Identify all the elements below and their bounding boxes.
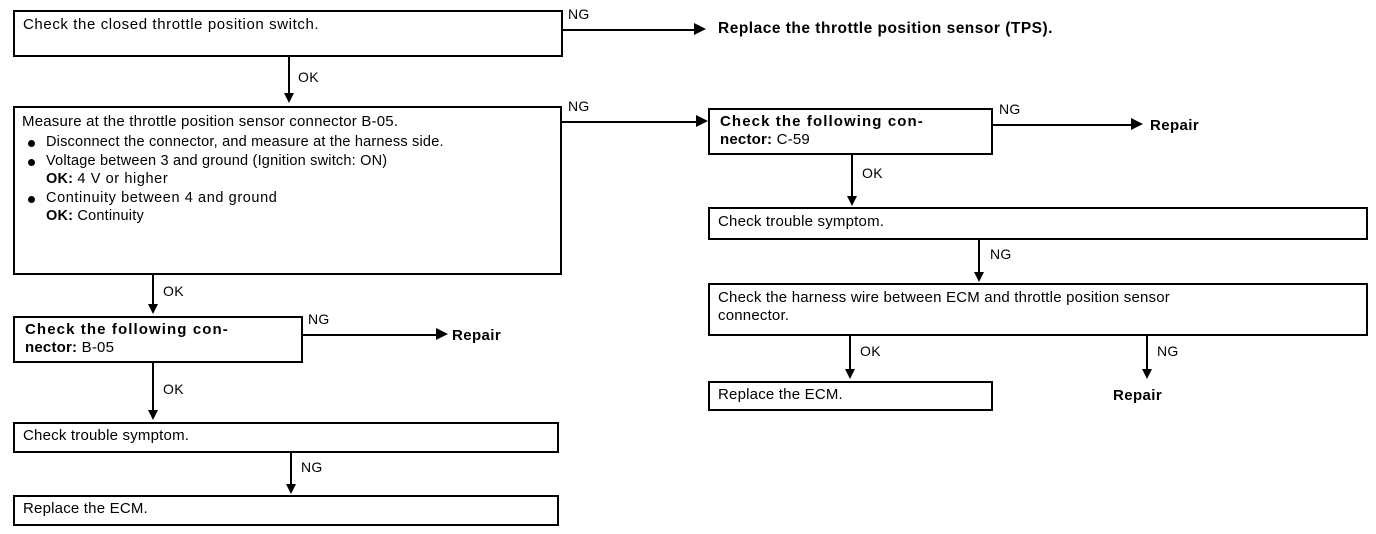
- edge-label-ng2: NG: [568, 98, 590, 114]
- node-connector-b05: Check the following con- nector: B-05: [13, 316, 303, 363]
- node-check-tps-switch: Check the closed throttle position switc…: [13, 10, 563, 57]
- edge-ok3-arrowhead: [148, 410, 158, 420]
- edge-label-ng6: NG: [990, 246, 1012, 262]
- edge-label-ok3: OK: [163, 381, 184, 397]
- node-connector-c59-line1: Check the following con-: [720, 113, 924, 130]
- edge-ng3-arrowhead: [436, 328, 448, 340]
- bullet-main-text: Continuity between 4 and ground: [46, 189, 278, 206]
- node-replace-ecm-right: Replace the ECM.: [708, 381, 993, 411]
- edge-label-ok7: OK: [860, 343, 881, 359]
- edge-ng3-line: [303, 334, 437, 336]
- node-connector-c59: Check the following con- nector: C-59: [708, 108, 993, 155]
- bullet-sub-label: OK:: [46, 171, 74, 188]
- edge-ng5-line: [993, 124, 1132, 126]
- edge-ok7-arrowhead: [845, 369, 855, 379]
- node-replace-tps: Replace the throttle position sensor (TP…: [718, 20, 1053, 37]
- edge-ok5-arrowhead: [847, 196, 857, 206]
- edge-ok3-line: [152, 363, 154, 411]
- edge-ok1-arrowhead: [284, 93, 294, 103]
- edge-ok7-line: [849, 336, 851, 370]
- node-check-tps-switch-text: Check the closed throttle position switc…: [23, 16, 320, 33]
- edge-label-ok2: OK: [163, 283, 184, 299]
- node-replace-ecm-right-text: Replace the ECM.: [718, 386, 843, 403]
- edge-ng6-arrowhead: [974, 272, 984, 282]
- node-check-harness-line2: connector.: [718, 307, 790, 325]
- node-connector-c59-line2: nector: C-59: [720, 131, 981, 149]
- node-check-symptom-left: Check trouble symptom.: [13, 422, 559, 453]
- node-connector-c59-value: C-59: [776, 131, 810, 149]
- bullet-sub: OK: 4 V or higher: [46, 170, 553, 188]
- edge-ng1-arrowhead: [694, 23, 706, 35]
- edge-ng2-line: [562, 121, 697, 123]
- edge-ng4-line: [290, 453, 292, 485]
- edge-label-ng1: NG: [568, 6, 590, 22]
- node-check-harness-line1: Check the harness wire between ECM and t…: [718, 289, 1170, 306]
- bullet-sub-value: 4 V or higher: [77, 171, 169, 188]
- edge-ng6-line: [978, 240, 980, 273]
- list-item: Disconnect the connector, and measure at…: [22, 133, 553, 151]
- bullet-sub: OK: Continuity: [46, 207, 553, 225]
- node-check-symptom-right-text: Check trouble symptom.: [718, 213, 885, 230]
- node-replace-ecm-left-text: Replace the ECM.: [23, 500, 148, 517]
- edge-ng5-arrowhead: [1131, 118, 1143, 130]
- edge-label-ok5: OK: [862, 165, 883, 181]
- edge-ok1-line: [288, 57, 290, 95]
- node-connector-b05-line2: nector: B-05: [25, 339, 291, 357]
- bullet-main-text: Voltage between 3 and ground (Ignition s…: [46, 152, 388, 169]
- edge-label-ok1: OK: [298, 69, 319, 85]
- edge-ok2-arrowhead: [148, 304, 158, 314]
- node-repair-right-top: Repair: [1150, 117, 1200, 134]
- node-replace-ecm-left: Replace the ECM.: [13, 495, 559, 526]
- edge-label-ng8: NG: [1157, 343, 1179, 359]
- node-connector-b05-line1: Check the following con-: [25, 321, 229, 338]
- edge-ok5-line: [851, 155, 853, 197]
- edge-label-ng5: NG: [999, 101, 1021, 117]
- node-check-symptom-right: Check trouble symptom.: [708, 207, 1368, 240]
- node-connector-b05-value: B-05: [81, 339, 115, 357]
- node-check-harness: Check the harness wire between ECM and t…: [708, 283, 1368, 336]
- bullet-main-text: Disconnect the connector, and measure at…: [46, 134, 444, 151]
- node-measure-bullets: Disconnect the connector, and measure at…: [22, 133, 553, 225]
- list-item: Continuity between 4 and ground OK: Cont…: [22, 189, 553, 226]
- node-check-symptom-left-text: Check trouble symptom.: [23, 427, 190, 444]
- node-measure: Measure at the throttle position sensor …: [13, 106, 562, 275]
- edge-ng8-line: [1146, 336, 1148, 370]
- node-repair-right-bottom: Repair: [1113, 387, 1163, 404]
- node-connector-c59-label: nector:: [720, 131, 773, 149]
- edge-label-ng3: NG: [308, 311, 330, 327]
- bullet-sub-value: Continuity: [77, 207, 144, 224]
- edge-ng8-arrowhead: [1142, 369, 1152, 379]
- edge-ng4-arrowhead: [286, 484, 296, 494]
- edge-label-ng4: NG: [301, 459, 323, 475]
- edge-ok2-line: [152, 275, 154, 305]
- list-item: Voltage between 3 and ground (Ignition s…: [22, 152, 553, 189]
- bullet-sub-label: OK:: [46, 207, 74, 224]
- node-connector-b05-label: nector:: [25, 339, 78, 357]
- node-repair-left: Repair: [452, 327, 502, 344]
- node-measure-title: Measure at the throttle position sensor …: [22, 113, 399, 130]
- edge-ng1-line: [563, 29, 695, 31]
- edge-ng2-arrowhead: [696, 115, 708, 127]
